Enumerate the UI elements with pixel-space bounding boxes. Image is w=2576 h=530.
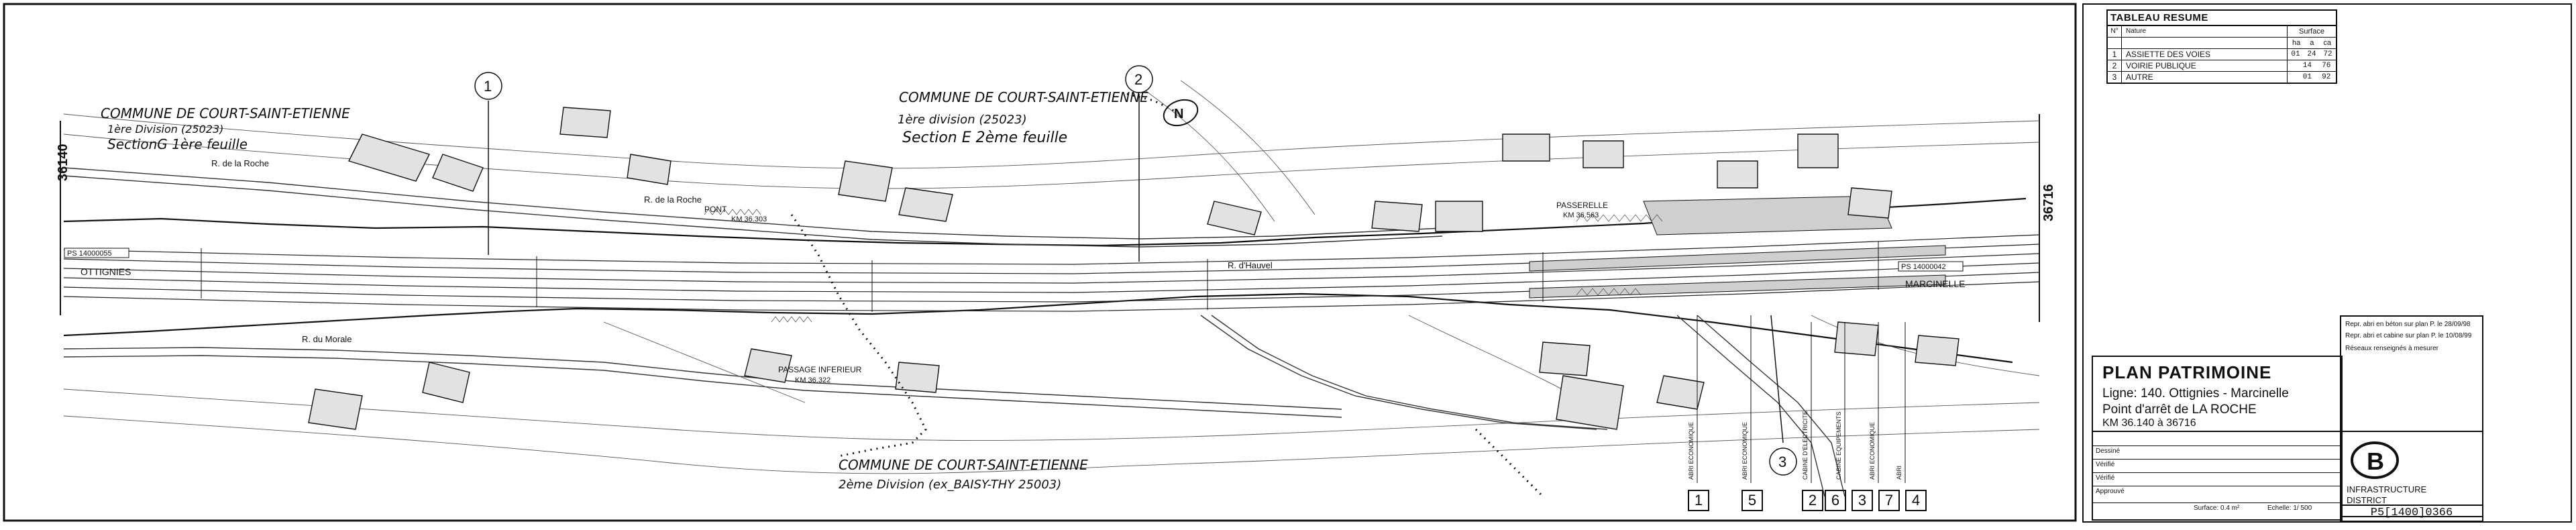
tag-box-4: 4 xyxy=(1905,490,1927,511)
plan-number: P5[1400]0366 xyxy=(2340,505,2483,522)
vertical-label-5: ABRI ECONOMIQUE xyxy=(1869,422,1876,480)
pk-start-label: 36140 xyxy=(56,144,70,181)
track-ticks xyxy=(201,242,1879,312)
revision-notes: Repr. abri en béton sur plan P. le 28/09… xyxy=(2340,315,2483,432)
drawing-frame xyxy=(3,3,2077,522)
street-label-morale: R. du Morale xyxy=(302,334,352,344)
circle-3-label: 3 xyxy=(1778,454,1786,470)
summary-table-title: TABLEAU RESUME xyxy=(2108,11,2336,26)
summary-table-header: N° Nature Surface xyxy=(2108,26,2336,38)
marcinelle-label: MARCINELLE xyxy=(1905,278,1965,289)
division-label-3: 2ème Division (ex_BAISY-THY 25003) xyxy=(839,478,1061,492)
street-label-roche-1: R. de la Roche xyxy=(211,158,269,168)
terrain-hatching xyxy=(704,209,1663,323)
row-label-3: Vérifié xyxy=(2096,474,2115,482)
plan-km: KM 36.140 à 36716 xyxy=(2102,417,2196,429)
north-arrow: N xyxy=(1163,99,1199,127)
circle-1-label: 1 xyxy=(484,78,492,95)
section-label-1: SectionG 1ère feuille xyxy=(107,136,248,152)
section-label-2: Section E 2ème feuille xyxy=(902,129,1067,146)
plan-stop: Point d'arrêt de LA ROCHE xyxy=(2102,403,2257,417)
ps-left-label: PS 14000055 xyxy=(67,250,112,258)
street-label-havre: R. d'Hauvel xyxy=(1228,260,1273,270)
railway-tracks xyxy=(63,234,2040,312)
col-nature: Nature xyxy=(2122,26,2288,37)
pont-km-label: KM 36.303 xyxy=(731,215,767,223)
vertical-label-1: ABRI ECONOMIQUE xyxy=(1688,422,1695,480)
dept-label: INFRASTRUCTURE xyxy=(2347,484,2427,494)
col-n: N° xyxy=(2108,26,2122,37)
revision-note-1: Repr. abri en béton sur plan P. le 28/09… xyxy=(2345,321,2471,328)
passage-label: PASSAGE INFERIEUR xyxy=(778,365,862,374)
commune-label-3: COMMUNE DE COURT-SAINT-ETIENNE xyxy=(839,457,1088,473)
tag-box-7: 7 xyxy=(1878,490,1900,511)
svg-text:B: B xyxy=(2367,447,2384,475)
cartouche-frame xyxy=(2082,3,2572,523)
division-label-1: 1ère Division (25023) xyxy=(107,123,223,136)
ps-right-box xyxy=(1898,261,1964,272)
col-ca: ca xyxy=(2323,39,2331,47)
vertical-label-6: ABRI xyxy=(1896,466,1902,480)
commune-label-2: COMMUNE DE COURT-SAINT-ETIENNE xyxy=(899,89,1148,105)
col-ha: ha xyxy=(2292,39,2301,47)
tag-box-1: 1 xyxy=(1688,490,1709,511)
col-a: a xyxy=(2310,39,2314,47)
signature-grid: Dessiné Vérifié Vérifié Approuvé Surface… xyxy=(2092,431,2343,521)
ps-right-label: PS 14000042 xyxy=(1901,263,1946,271)
summary-table-units: ha a ca xyxy=(2108,38,2336,49)
passerelle-label: PASSERELLE xyxy=(1556,201,1608,210)
passerelle-km-label: KM 36.563 xyxy=(1563,211,1599,219)
plan-line: Ligne: 140. Ottignies - Marcinelle xyxy=(2102,386,2289,401)
buildings xyxy=(308,107,1960,430)
north-label: N xyxy=(1174,107,1183,121)
vertical-label-3: CABINE D'ELECTRICITE xyxy=(1802,411,1809,480)
street-label-roche-2: R. de la Roche xyxy=(644,195,702,205)
division-label-2: 1ère division (25023) xyxy=(898,113,1027,127)
plan-title: PLAN PATRIMOINE xyxy=(2102,362,2272,382)
row-label-4: Approuvé xyxy=(2096,488,2125,495)
tag-box-6: 6 xyxy=(1825,490,1846,511)
revision-note-2: Repr. abri et cabine sur plan P. le 10/0… xyxy=(2345,332,2472,339)
scale-label: Echelle: 1/ 500 xyxy=(2267,505,2312,512)
title-block: PLAN PATRIMOINE Ligne: 140. Ottignies - … xyxy=(2092,356,2343,432)
pk-end-label: 36716 xyxy=(2041,184,2056,221)
sncb-logo-icon: B xyxy=(2351,441,2399,479)
surface-label: Surface: 0.4 m² xyxy=(2194,505,2240,512)
legend-note: Réseaux renseignés à mesurer xyxy=(2345,345,2438,352)
pont-label: PONT xyxy=(704,205,727,214)
row-label-1: Dessiné xyxy=(2096,447,2121,455)
commune-boundary xyxy=(790,93,1544,498)
dept-label-2: DISTRICT xyxy=(2347,495,2387,505)
tag-box-3: 3 xyxy=(1851,490,1873,511)
reference-markers xyxy=(474,65,1797,476)
vertical-label-4: CABINE EQUIPEMENTS xyxy=(1835,411,1842,480)
circle-2-label: 2 xyxy=(1134,71,1142,88)
structure-leaders xyxy=(1697,315,1906,483)
sncb-logo-box: B INFRASTRUCTURE DISTRICT xyxy=(2340,431,2483,517)
tag-box-2: 2 xyxy=(1802,490,1823,511)
ps-left-box xyxy=(64,248,129,258)
passage-km-label: KM 36.322 xyxy=(795,376,830,384)
col-surface: Surface xyxy=(2299,28,2324,36)
row-label-2: Vérifié xyxy=(2096,461,2115,468)
vertical-label-2: ABRI ECONOMIQUE xyxy=(1741,422,1748,480)
commune-label-1: COMMUNE DE COURT-SAINT-ETIENNE xyxy=(101,105,350,121)
station-platforms xyxy=(1529,195,1946,299)
ottignies-label: OTTIGNIES xyxy=(80,266,131,277)
tag-box-5: 5 xyxy=(1741,490,1763,511)
summary-table: TABLEAU RESUME N° Nature Surface ha a ca… xyxy=(2106,9,2337,84)
